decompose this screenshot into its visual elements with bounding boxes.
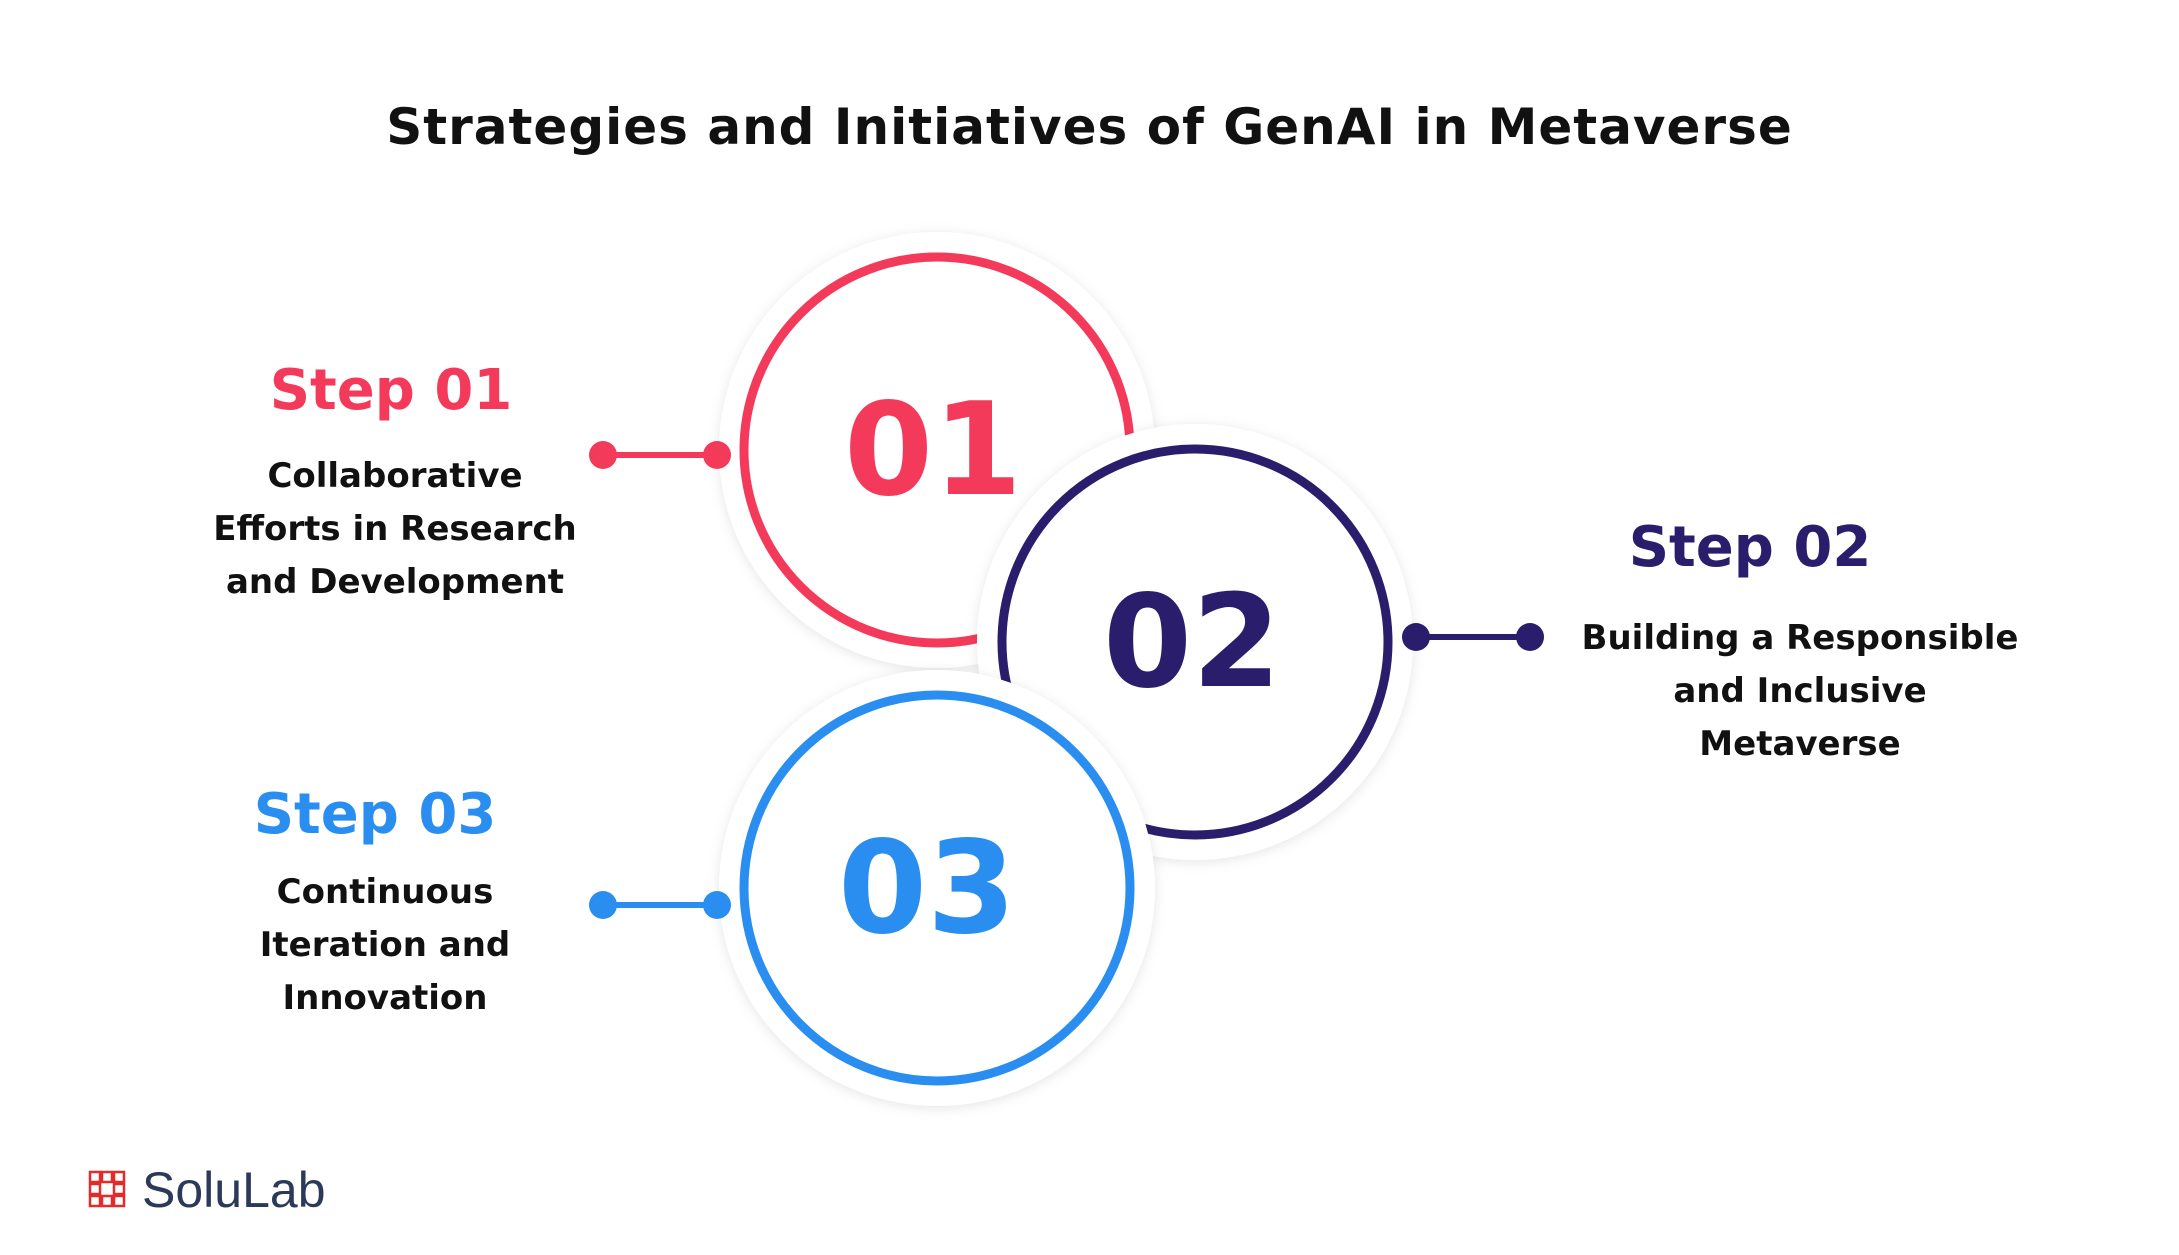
- step-02-heading: Step 02: [1628, 515, 1872, 580]
- step-01-number: 01: [844, 376, 1022, 525]
- step-03-description: Continuous Iteration and Innovation: [200, 866, 570, 1025]
- step-02-description-line: and Inclusive: [1673, 671, 1927, 711]
- step-01-description-line: and Development: [225, 562, 565, 602]
- step-03-heading: Step 03: [253, 782, 497, 847]
- step-03-circle: 03: [719, 670, 1155, 1106]
- logo-mark-cell: [88, 1170, 102, 1184]
- step-02-number: 02: [1103, 568, 1281, 717]
- step-01-description: Collaborative Efforts in Research and De…: [180, 450, 610, 609]
- logo-text: SoluLab: [142, 1162, 326, 1218]
- solulab-logo-icon: [88, 1170, 126, 1208]
- logo-mark-cell: [88, 1182, 102, 1196]
- step-03-connector: [589, 891, 731, 919]
- logo-mark-cell: [112, 1194, 126, 1208]
- solulab-logo: SoluLab: [88, 1160, 326, 1220]
- step-03-number: 03: [838, 814, 1016, 963]
- logo-mark-cell: [100, 1194, 114, 1208]
- logo-mark-cell: [112, 1170, 126, 1184]
- logo-mark-cell: [112, 1182, 126, 1196]
- step-01-heading: Step 01: [269, 358, 513, 423]
- page-title: Strategies and Initiatives of GenAI in M…: [386, 98, 1793, 156]
- step-01-description-line: Efforts in Research: [213, 509, 577, 549]
- step-03-description-line: Iteration and: [259, 925, 511, 965]
- step-01-description-line: Collaborative: [267, 456, 523, 496]
- step-01-connector: [589, 441, 731, 469]
- logo-mark-cell: [100, 1170, 114, 1184]
- step-02-description-line: Metaverse: [1699, 724, 1901, 764]
- step-02-description-line: Building a Responsible: [1581, 618, 2019, 658]
- step-02-description: Building a Responsible and Inclusive Met…: [1555, 612, 2045, 771]
- step-02-connector: [1402, 623, 1544, 651]
- step-03-description-line: Innovation: [282, 978, 488, 1018]
- logo-mark-cell: [88, 1194, 102, 1208]
- step-03-description-line: Continuous: [276, 872, 494, 912]
